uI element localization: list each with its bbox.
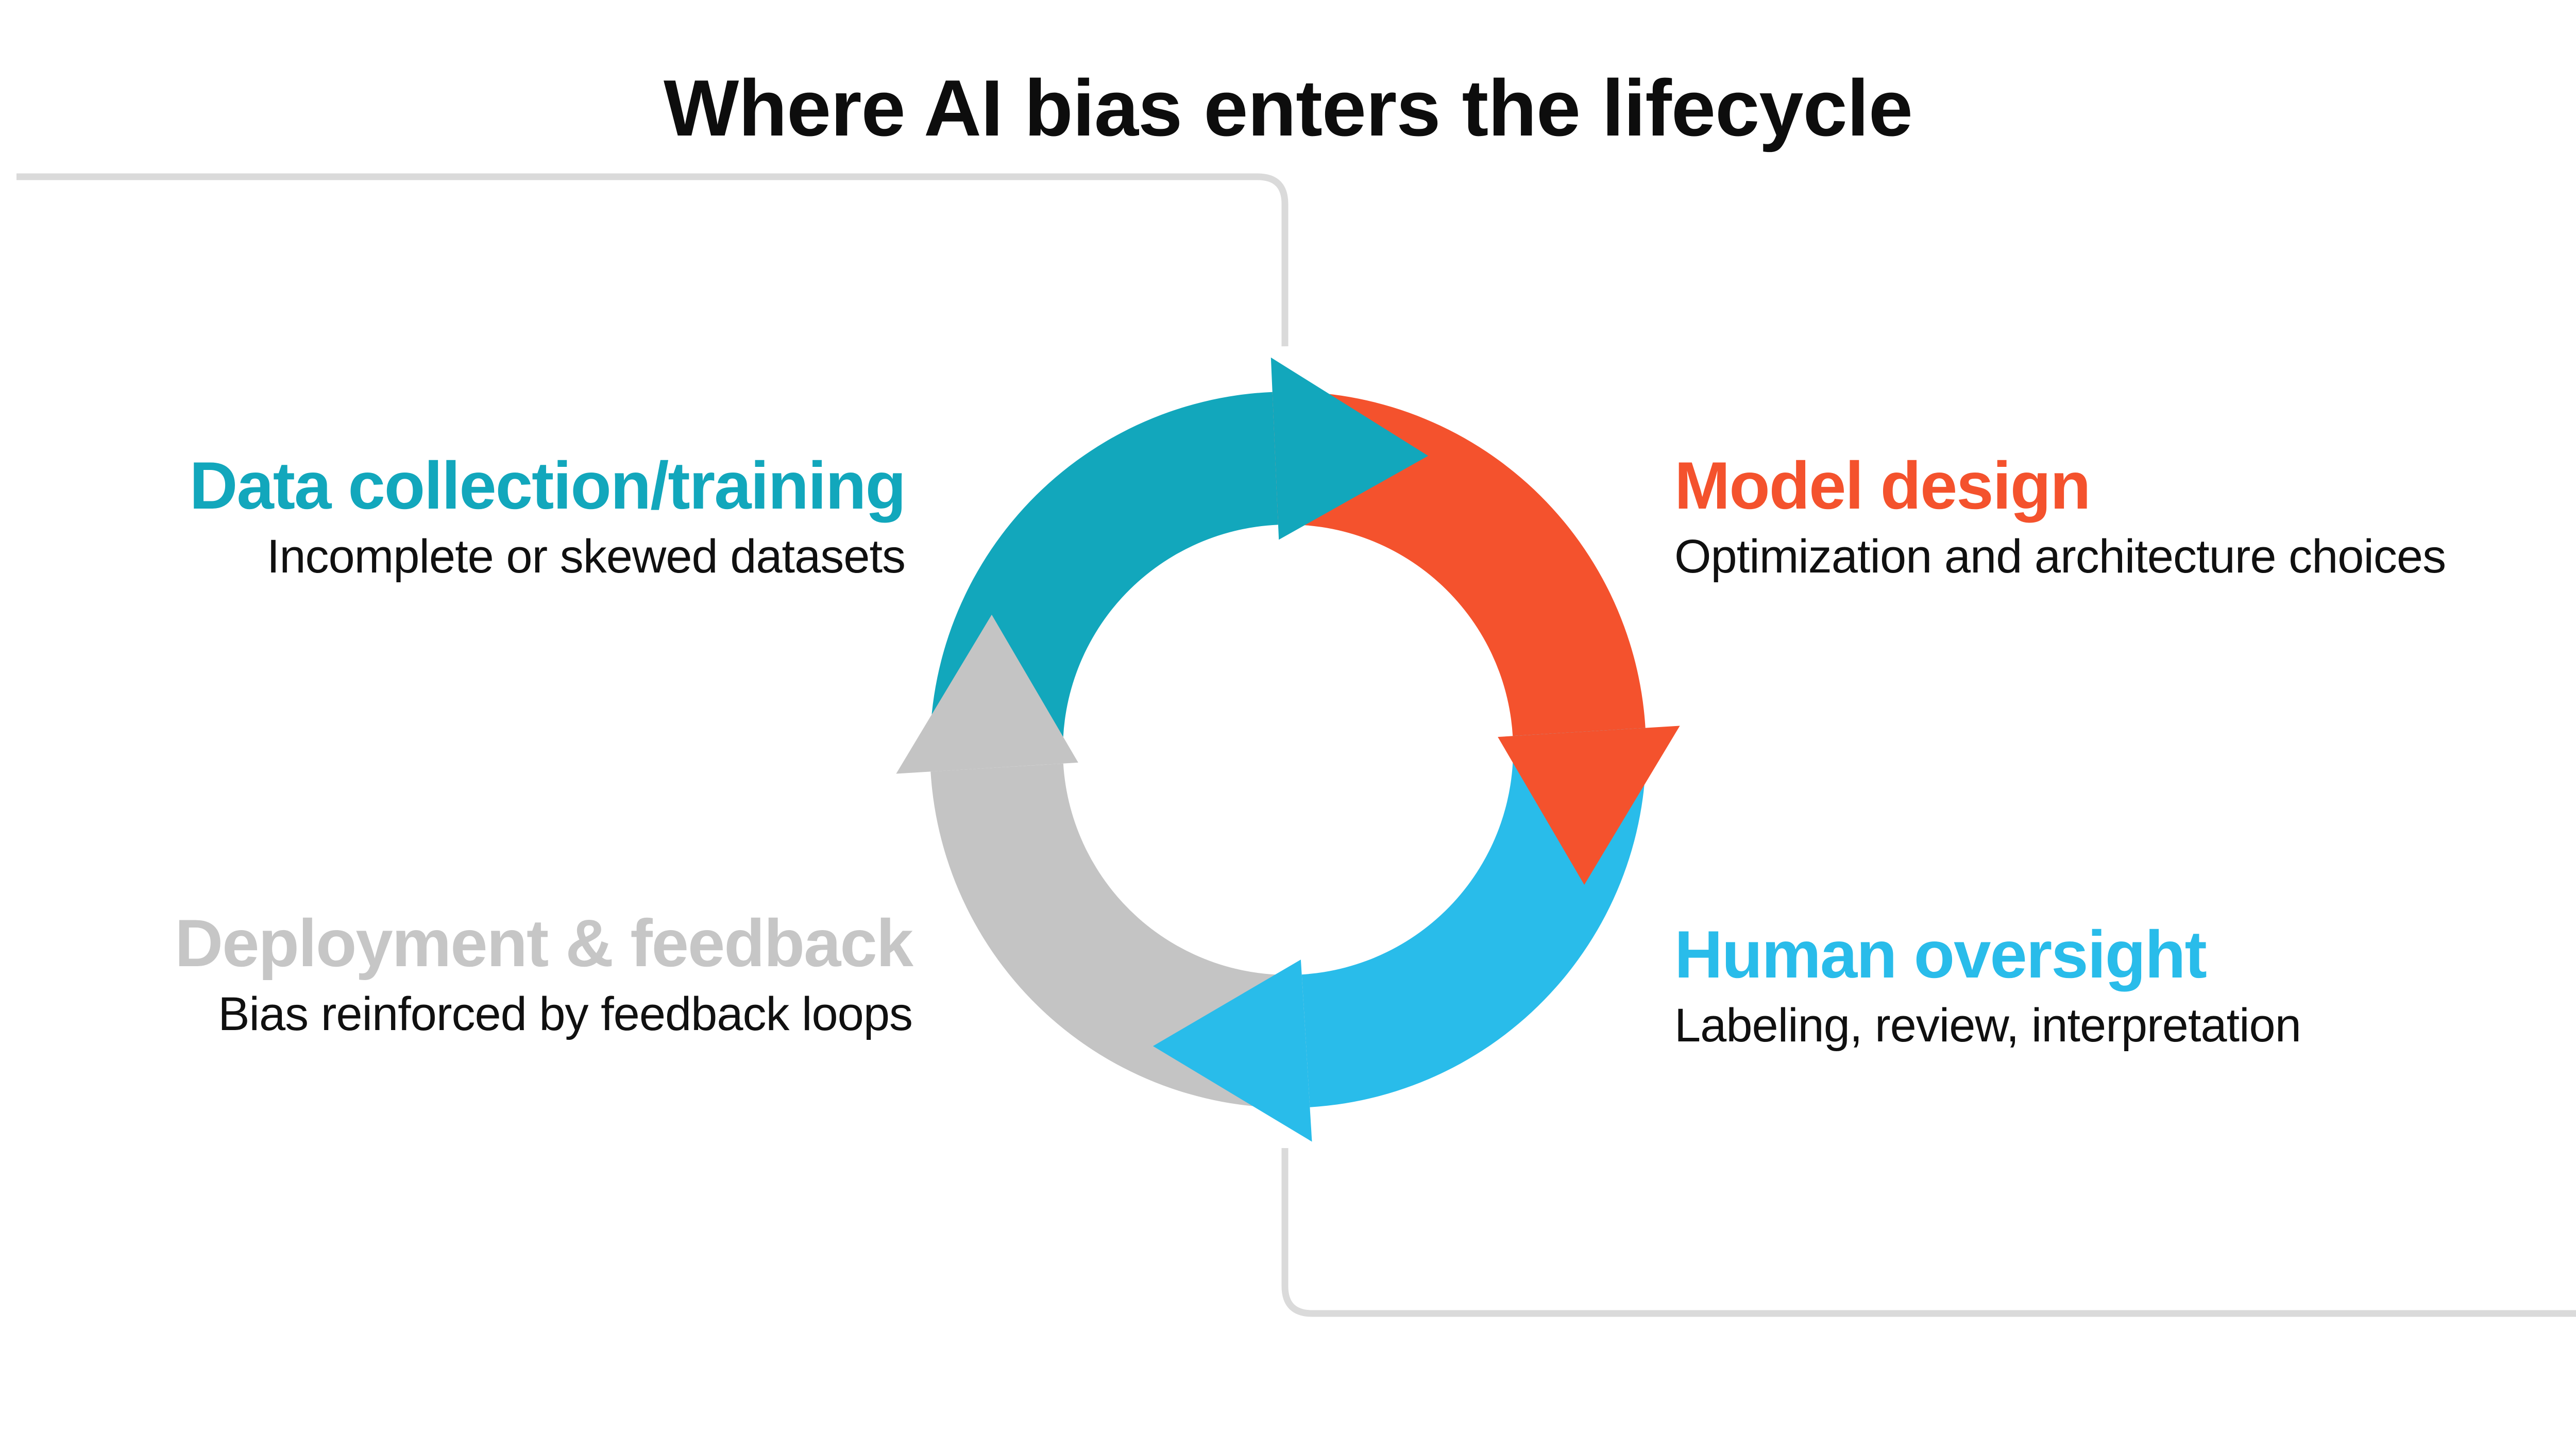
- cycle-arrowhead-deployment-feedback: [896, 614, 1078, 774]
- cycle-arrowhead-model-design: [1498, 726, 1680, 885]
- stage-label-model-design: Model design: [1674, 448, 2091, 523]
- stage-block-data-collection: Data collection/training Incomplete or s…: [189, 448, 906, 584]
- stage-description-deployment-feedback: Bias reinforced by feedback loops: [218, 988, 913, 1041]
- page-title: Where AI bias enters the lifecycle: [664, 63, 1913, 153]
- stage-block-deployment-feedback: Deployment & feedback Bias reinforced by…: [175, 905, 913, 1042]
- stage-block-model-design: Model design Optimization and architectu…: [1674, 449, 2446, 584]
- stage-description-human-oversight: Labeling, review, interpretation: [1674, 999, 2301, 1052]
- stage-label-data-collection: Data collection/training: [189, 448, 906, 523]
- stage-description-model-design: Optimization and architecture choices: [1674, 530, 2446, 583]
- stage-description-data-collection: Incomplete or skewed datasets: [266, 530, 906, 583]
- stage-block-human-oversight: Human oversight Labeling, review, interp…: [1674, 918, 2301, 1053]
- stage-label-human-oversight: Human oversight: [1674, 917, 2207, 992]
- cycle-arrowhead-data-collection: [1270, 357, 1429, 540]
- stage-label-deployment-feedback: Deployment & feedback: [175, 905, 913, 981]
- cycle-arrowhead-human-oversight: [1153, 959, 1312, 1142]
